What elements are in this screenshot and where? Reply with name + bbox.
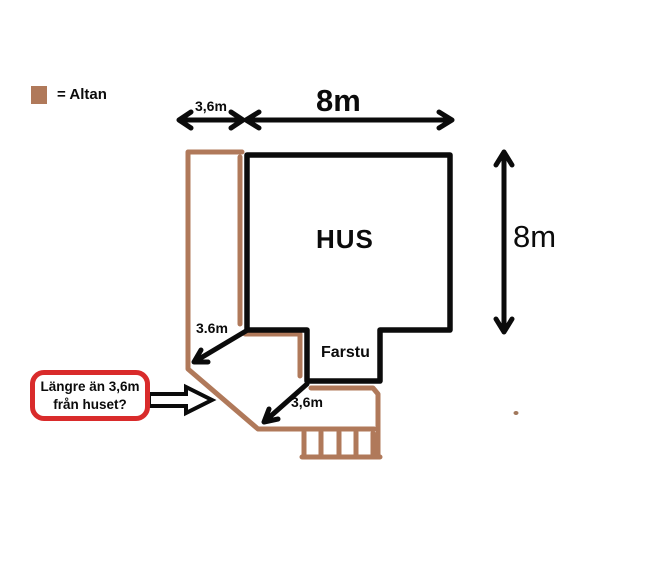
callout-line2: från huset? (53, 396, 127, 412)
clearance-left-label: 3.6m (196, 320, 228, 336)
deck-width-label: 3,6m (195, 98, 227, 114)
altan-swatch (31, 86, 47, 104)
paint-dot (513, 411, 519, 415)
clearance-arrow-bottom (261, 381, 310, 425)
house-height-label: 8m (513, 219, 557, 254)
house-width-label: 8m (316, 83, 361, 118)
house-label: HUS (316, 224, 374, 254)
clearance-arrow-left (191, 328, 249, 365)
house-height-arrow (493, 149, 515, 335)
deck-outer-edge (185, 149, 377, 432)
legend-label: = Altan (57, 86, 107, 103)
callout-block-arrow (147, 383, 217, 417)
callout-bubble: Längre än 3,6m från huset? (30, 370, 150, 421)
house-outline (244, 152, 453, 384)
deck-inner-edge-porch (308, 385, 381, 458)
house-width-arrow (243, 109, 455, 131)
porch-label: Farstu (321, 344, 370, 361)
clearance-bottom-label: 3,6m (291, 394, 323, 410)
deck-stairs (299, 429, 383, 460)
deck-width-arrow (176, 109, 246, 131)
callout-line1: Längre än 3,6m (40, 378, 140, 394)
deck-inner-edge-house-bottom (242, 331, 303, 379)
